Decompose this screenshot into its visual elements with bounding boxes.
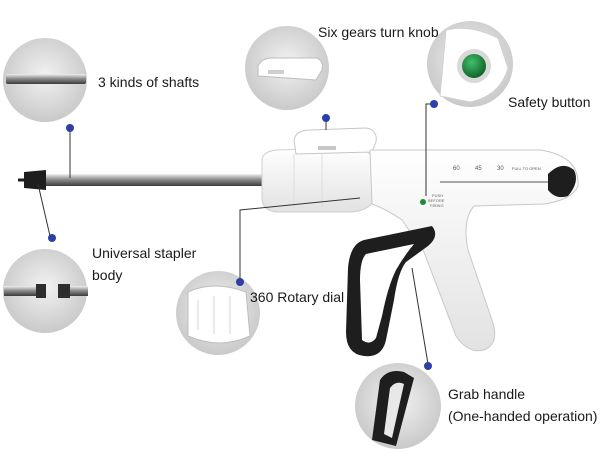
push-label-2: BEFORE (428, 198, 445, 203)
stapler-shaft (46, 174, 266, 186)
push-label-1: PUSH (432, 193, 443, 198)
grab-dot (424, 362, 432, 370)
device-safety-button (420, 199, 426, 205)
body-dot (48, 234, 56, 242)
grab-handle-detail-circle (355, 363, 441, 449)
gears-dot (322, 114, 330, 122)
grab-handle-label: Grab handle (One-handed operation) (448, 383, 597, 427)
gears-knob-label: Six gears turn knob (318, 24, 439, 40)
scale-tick-30: 30 (497, 166, 504, 172)
grab-handle-label-line1: Grab handle (448, 386, 526, 402)
rotary-detail-circle (176, 271, 260, 355)
stapler-device: 60 45 30 FULL TO OPEN PUSH BEFORE FIRING (18, 127, 579, 357)
grab-handle-label-line2: (One-handed operation) (448, 408, 598, 424)
scale-tick-60: 60 (453, 166, 460, 172)
shafts-dot (66, 124, 74, 132)
grab-handle-shape (346, 226, 436, 357)
scale-tick-45: 45 (475, 166, 482, 172)
safety-detail-circle (427, 21, 513, 107)
rotary-dot (236, 278, 244, 286)
safety-dot (430, 100, 438, 108)
safety-button-label: Safety button (508, 94, 591, 110)
shafts-label: 3 kinds of shafts (98, 74, 200, 90)
safety-button-icon (462, 54, 486, 78)
stapler-body-label-line2: body (92, 267, 123, 283)
shafts-detail-circle (3, 38, 87, 122)
push-label-3: FIRING (430, 203, 444, 208)
stapler-body-label-line1: Universal stapler (92, 245, 197, 261)
body-detail-circle (3, 249, 88, 333)
rotary-dial-label: 360 Rotary dial (250, 289, 345, 305)
leader-dots (48, 100, 438, 370)
scale-fill-label: FULL TO OPEN (512, 166, 541, 171)
gear-knob-detail-circle (245, 26, 329, 110)
stapler-body-label: Universal stapler body (92, 242, 196, 286)
